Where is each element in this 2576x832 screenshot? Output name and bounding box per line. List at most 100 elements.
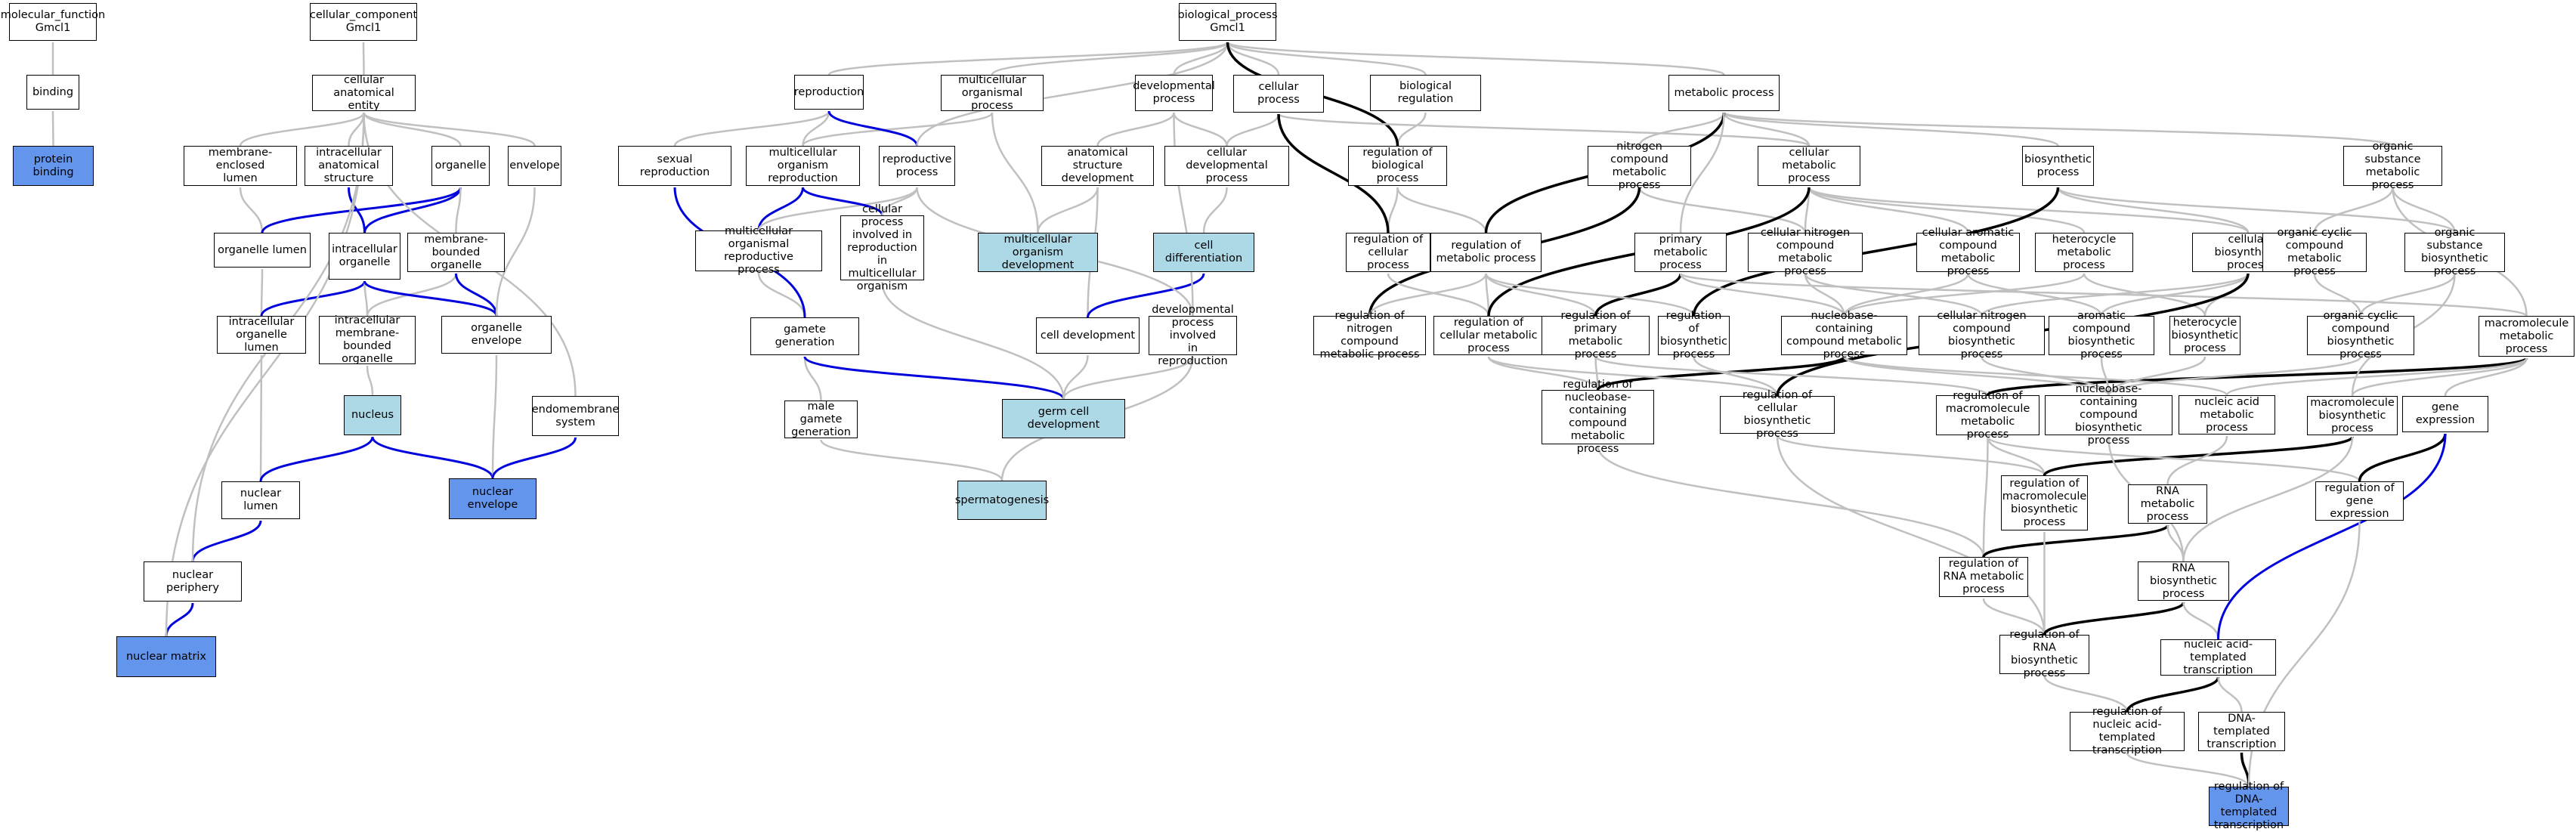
node-acbp[interactable]: aromatic compound biosynthetic process bbox=[2049, 310, 2154, 360]
edge-regrnamp-to-regmmp bbox=[1982, 436, 1989, 558]
node-namp[interactable]: nucleic acid metabolic process bbox=[2179, 395, 2275, 435]
edge-biosyn-to-metab bbox=[1723, 111, 2059, 147]
node-cpimo[interactable]: cellular process involved in reproductio… bbox=[840, 203, 924, 292]
node-mmp[interactable]: macromolecule metabolic process bbox=[2479, 316, 2574, 357]
node-mbp[interactable]: macromolecule biosynthetic process bbox=[2307, 396, 2398, 435]
node-organelle[interactable]: organelle bbox=[431, 146, 490, 186]
edge-mor-to-reproduction bbox=[802, 110, 830, 147]
node-envelope[interactable]: envelope bbox=[508, 146, 561, 186]
edge-regrnabp-to-rnabp bbox=[2043, 602, 2185, 636]
edge-org-lumen-to-organelle bbox=[261, 187, 462, 234]
node-morp[interactable]: multicellular organismal reproductive pr… bbox=[695, 225, 822, 276]
node-gamgen[interactable]: gamete generation bbox=[750, 317, 859, 355]
node-nucleus[interactable]: nucleus bbox=[344, 395, 401, 435]
node-mop[interactable]: multicellular organismal process bbox=[941, 74, 1044, 112]
node-nuc-mat[interactable]: nuclear matrix bbox=[116, 636, 216, 677]
node-cae[interactable]: cellular anatomical entity bbox=[312, 74, 416, 112]
node-mbo[interactable]: membrane-bounded organelle bbox=[407, 233, 505, 272]
node-iol[interactable]: intracellular organelle lumen bbox=[217, 316, 306, 354]
node-devp[interactable]: developmental process bbox=[1133, 75, 1215, 111]
node-reggeneexp[interactable]: regulation of gene expression bbox=[2315, 481, 2404, 521]
node-regcmp[interactable]: regulation of cellular metabolic process bbox=[1433, 316, 1544, 355]
node-mel[interactable]: membrane-enclosed lumen bbox=[184, 146, 297, 186]
node-regncmp[interactable]: regulation of nitrogen compound metaboli… bbox=[1313, 310, 1426, 360]
node-hetmp[interactable]: heterocycle metabolic process bbox=[2035, 233, 2133, 272]
node-reproduction[interactable]: reproduction bbox=[794, 75, 864, 110]
node-nccmp[interactable]: nucleobase-containing compound metabolic… bbox=[1781, 310, 1907, 360]
node-osbp[interactable]: organic substance biosynthetic process bbox=[2404, 227, 2505, 277]
edge-celldiff-to-cdp bbox=[1202, 187, 1228, 234]
node-regnccmp[interactable]: regulation of nucleobase-containing comp… bbox=[1542, 379, 1654, 455]
node-cacmp[interactable]: cellular aromatic compound metabolic pro… bbox=[1916, 227, 2020, 277]
node-nuc-env[interactable]: nuclear envelope bbox=[449, 478, 537, 519]
node-regnatt[interactable]: regulation of nucleic acid-templated tra… bbox=[2070, 706, 2185, 756]
node-org-lumen[interactable]: organelle lumen bbox=[214, 233, 311, 268]
edge-regbp-to-bioreg bbox=[1396, 112, 1427, 147]
node-biosyn[interactable]: biosynthetic process bbox=[2022, 146, 2094, 186]
edge-celldev-to-celldiff bbox=[1087, 273, 1205, 318]
node-regmmp[interactable]: regulation of macromolecule metabolic pr… bbox=[1936, 390, 2039, 441]
edge-natt-to-geneexp bbox=[2217, 433, 2447, 640]
node-endomem[interactable]: endomembrane system bbox=[532, 396, 619, 436]
node-regrnamp[interactable]: regulation of RNA metabolic process bbox=[1939, 557, 2028, 597]
node-hetbp[interactable]: heterocycle biosynthetic process bbox=[2169, 316, 2240, 355]
node-celldev[interactable]: cell development bbox=[1036, 317, 1140, 354]
node-celldiff[interactable]: cell differentiation bbox=[1153, 233, 1254, 272]
node-dpir[interactable]: developmental process involved in reprod… bbox=[1149, 304, 1237, 367]
node-regrnabp[interactable]: regulation of RNA biosynthetic process bbox=[1999, 629, 2089, 679]
node-intra-org[interactable]: intracellular organelle bbox=[329, 233, 400, 280]
node-regcp[interactable]: regulation of cellular process bbox=[1346, 233, 1430, 272]
node-mor[interactable]: multicellular organism reproduction bbox=[746, 146, 860, 186]
node-ias[interactable]: intracellular anatomical structure bbox=[305, 146, 393, 186]
edge-cdp-to-devp bbox=[1173, 112, 1228, 147]
node-nccbp[interactable]: nucleobase-containing compound biosynthe… bbox=[2045, 383, 2172, 447]
edge-morp-to-mor bbox=[757, 187, 804, 231]
node-cmp[interactable]: cellular metabolic process bbox=[1758, 146, 1860, 186]
node-regpmp[interactable]: regulation of primary metabolic process bbox=[1542, 310, 1650, 360]
node-protein-binding[interactable]: protein binding bbox=[13, 146, 94, 186]
node-germ[interactable]: germ cell development bbox=[1002, 399, 1125, 438]
node-occmp[interactable]: organic cyclic compound metabolic proces… bbox=[2262, 227, 2367, 277]
node-binding[interactable]: binding bbox=[26, 75, 79, 110]
node-malegam[interactable]: male gamete generation bbox=[784, 401, 858, 438]
node-bp[interactable]: biological_process Gmcl1 bbox=[1177, 3, 1278, 41]
edge-germ-to-cpimo bbox=[881, 281, 1065, 400]
node-rnamp[interactable]: RNA metabolic process bbox=[2128, 484, 2207, 524]
node-regbp[interactable]: regulation of biological process bbox=[1348, 146, 1447, 186]
node-metab[interactable]: metabolic process bbox=[1668, 75, 1780, 111]
node-nuc-lumen[interactable]: nuclear lumen bbox=[221, 481, 300, 519]
node-cdp[interactable]: cellular developmental process bbox=[1164, 146, 1289, 186]
node-pmp[interactable]: primary metabolic process bbox=[1634, 233, 1727, 272]
node-mod[interactable]: multicellular organism development bbox=[978, 233, 1098, 272]
node-mf[interactable]: molecular_function Gmcl1 bbox=[1, 3, 105, 41]
node-imbo[interactable]: intracellular membrane-bounded organelle bbox=[319, 314, 416, 365]
node-sexrep[interactable]: sexual reproduction bbox=[618, 146, 731, 186]
node-regmbp[interactable]: regulation of macromolecule biosynthetic… bbox=[2001, 475, 2088, 530]
node-repproc[interactable]: reproductive process bbox=[879, 146, 955, 186]
node-cellp[interactable]: cellular process bbox=[1233, 75, 1324, 113]
node-regdtt[interactable]: regulation of DNA-templated transcriptio… bbox=[2209, 781, 2289, 831]
node-nuc-per[interactable]: nuclear periphery bbox=[144, 561, 242, 602]
node-occbp[interactable]: organic cyclic compound biosynthetic pro… bbox=[2307, 310, 2414, 360]
node-rnabp[interactable]: RNA biosynthetic process bbox=[2138, 561, 2229, 601]
node-dtt[interactable]: DNA-templated transcription bbox=[2198, 712, 2285, 751]
edge-mor-to-mop bbox=[802, 112, 994, 147]
node-regcbp[interactable]: regulation of cellular biosynthetic proc… bbox=[1720, 389, 1835, 440]
node-regbsp[interactable]: regulation of biosynthetic process bbox=[1658, 310, 1730, 360]
edge-org-env-to-intra-org bbox=[363, 280, 498, 317]
node-geneexp[interactable]: gene expression bbox=[2402, 396, 2488, 432]
node-regmp[interactable]: regulation of metabolic process bbox=[1430, 233, 1542, 272]
edge-mop-to-bp bbox=[991, 41, 1229, 76]
edge-regcbp-to-regbsp bbox=[1693, 356, 1779, 397]
node-natt[interactable]: nucleic acid-templated transcription bbox=[2160, 639, 2276, 676]
node-ncmp[interactable]: nitrogen compound metabolic process bbox=[1588, 141, 1691, 191]
edge-sexrep-to-reproduction bbox=[673, 110, 830, 147]
node-cc[interactable]: cellular_component Gmcl1 bbox=[310, 3, 417, 41]
node-bioreg[interactable]: biological regulation bbox=[1370, 75, 1481, 111]
node-org-env[interactable]: organelle envelope bbox=[441, 316, 552, 354]
node-cncbp[interactable]: cellular nitrogen compound biosynthetic … bbox=[1919, 310, 2045, 360]
node-sperm[interactable]: spermatogenesis bbox=[955, 481, 1049, 520]
node-asd[interactable]: anatomical structure development bbox=[1041, 146, 1154, 186]
node-osmp[interactable]: organic substance metabolic process bbox=[2343, 141, 2442, 191]
node-cncmp[interactable]: cellular nitrogen compound metabolic pro… bbox=[1748, 227, 1863, 277]
